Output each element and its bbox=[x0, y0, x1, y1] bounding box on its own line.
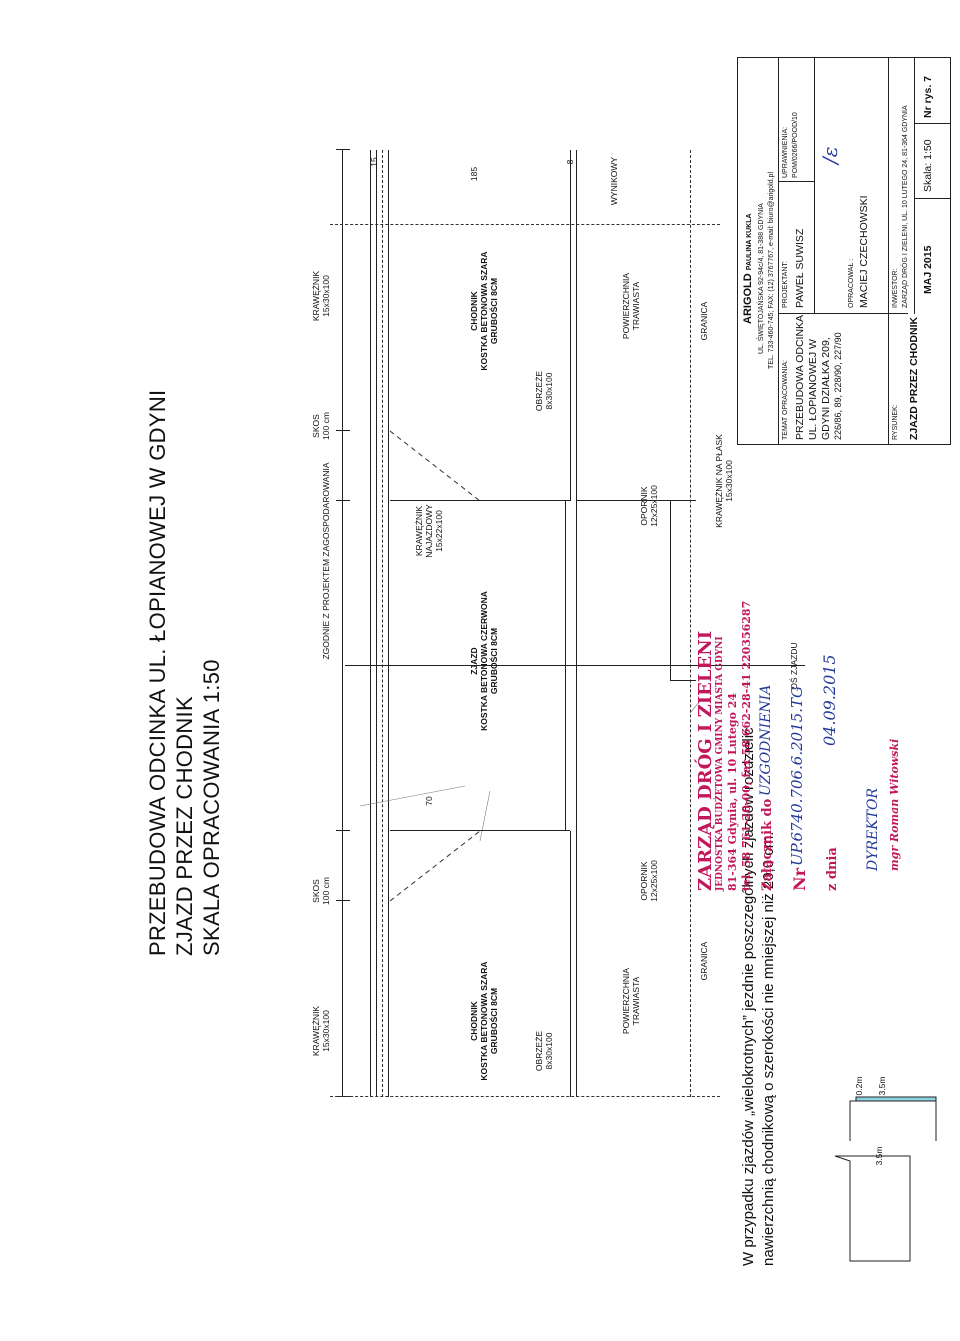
tb-rysunek: ZJAZD PRZEZ CHODNIK bbox=[908, 316, 920, 440]
tb-uprawnienia: POM/0266/POOD/10 bbox=[792, 112, 799, 178]
stamp-nr: Nr bbox=[790, 867, 809, 891]
tb-col-4 bbox=[914, 123, 950, 124]
stamp-line-3: 81-364 Gdynia, ul. 10 Lutego 24 bbox=[726, 692, 739, 891]
tb-temat-1: PRZEBUDOWA ODCINKA bbox=[794, 314, 806, 440]
tb-opracowal-label: OPRACOWAŁ : bbox=[848, 258, 855, 308]
tb-data: MAJ 2015 bbox=[922, 245, 934, 294]
tb-signature: ∕ɛ bbox=[818, 146, 842, 164]
stamp-zal-value: UZGODNIENIA bbox=[758, 684, 774, 796]
tb-opracowal: MACIEJ CZECHOWSKI bbox=[858, 195, 870, 308]
tb-company: ARIGOLD PAULINA KUKLA bbox=[742, 213, 754, 324]
stamp-line-1: ZARZĄD DRÓG I ZIELENI bbox=[695, 630, 716, 891]
tb-uprawnienia-label: UPRAWNIENIA: bbox=[782, 126, 789, 178]
tb-temat-4: 226/86, 89, 228/90, 227/90 bbox=[833, 332, 843, 440]
stamp-name: mgr Roman Witowski bbox=[888, 738, 901, 871]
stamp-nr-value: UP.6740.706.6.2015.TG bbox=[788, 685, 806, 866]
stamp-line-4: tel. 58 761-20-00, fax 58 662-28-41 2203… bbox=[740, 600, 753, 891]
tb-projektant-label: PROJEKTANT: bbox=[782, 261, 789, 308]
tb-temat-3: GDYNI DZIAŁKA 209, bbox=[820, 337, 832, 440]
tb-col-3 bbox=[914, 198, 950, 199]
tb-row-2 bbox=[814, 58, 815, 314]
tb-skala: Skala: 1:50 bbox=[922, 139, 934, 192]
tb-temat-label: TEMAT OPRACOWANIA: bbox=[782, 360, 789, 440]
mini-a: 3.5m bbox=[874, 1146, 884, 1166]
stamp-dyrektor: DYREKTOR bbox=[865, 787, 881, 871]
tb-temat-2: UL. ŁOPIANOWEJ W bbox=[807, 339, 819, 440]
mini-b: 0.2m bbox=[854, 1076, 864, 1096]
tb-col-2 bbox=[778, 181, 814, 182]
tb-nr: Nr rys. 7 bbox=[922, 75, 934, 118]
tb-inwestor: ZARZĄD DRÓG I ZIELENI, UL. 10 LUTEGO 24,… bbox=[902, 105, 909, 308]
tb-row-3 bbox=[888, 58, 889, 444]
mini-c: 3.5m bbox=[877, 1076, 887, 1096]
tb-inwestor-label: INWESTOR: bbox=[892, 268, 899, 308]
tb-rysunek-label: RYSUNEK: bbox=[892, 404, 899, 440]
stamp-zal: Załącznik do bbox=[760, 798, 775, 891]
title-block: ARIGOLD PAULINA KUKLA UL. ŚWIĘTOJAŃSKA 9… bbox=[737, 57, 951, 445]
tb-row-4 bbox=[914, 58, 915, 314]
stamp-zdnia: z dnia bbox=[825, 847, 840, 891]
tb-contact: TEL. 733-460-745; FAX: (12) 3767767, e-m… bbox=[768, 172, 775, 369]
stamp-line-2: JEDNOSTKA BUDŻETOWA GMINY MIASTA GDYNI bbox=[715, 636, 725, 891]
tb-row-1 bbox=[778, 58, 779, 444]
stamp-zdnia-value: 04.09.2015 bbox=[820, 654, 839, 746]
tb-projektant: PAWEŁ SUWISZ bbox=[794, 228, 806, 308]
tb-address: UL. ŚWIĘTOJAŃSKA 92-94c/4, 81-388 GDYNIA bbox=[758, 203, 765, 354]
